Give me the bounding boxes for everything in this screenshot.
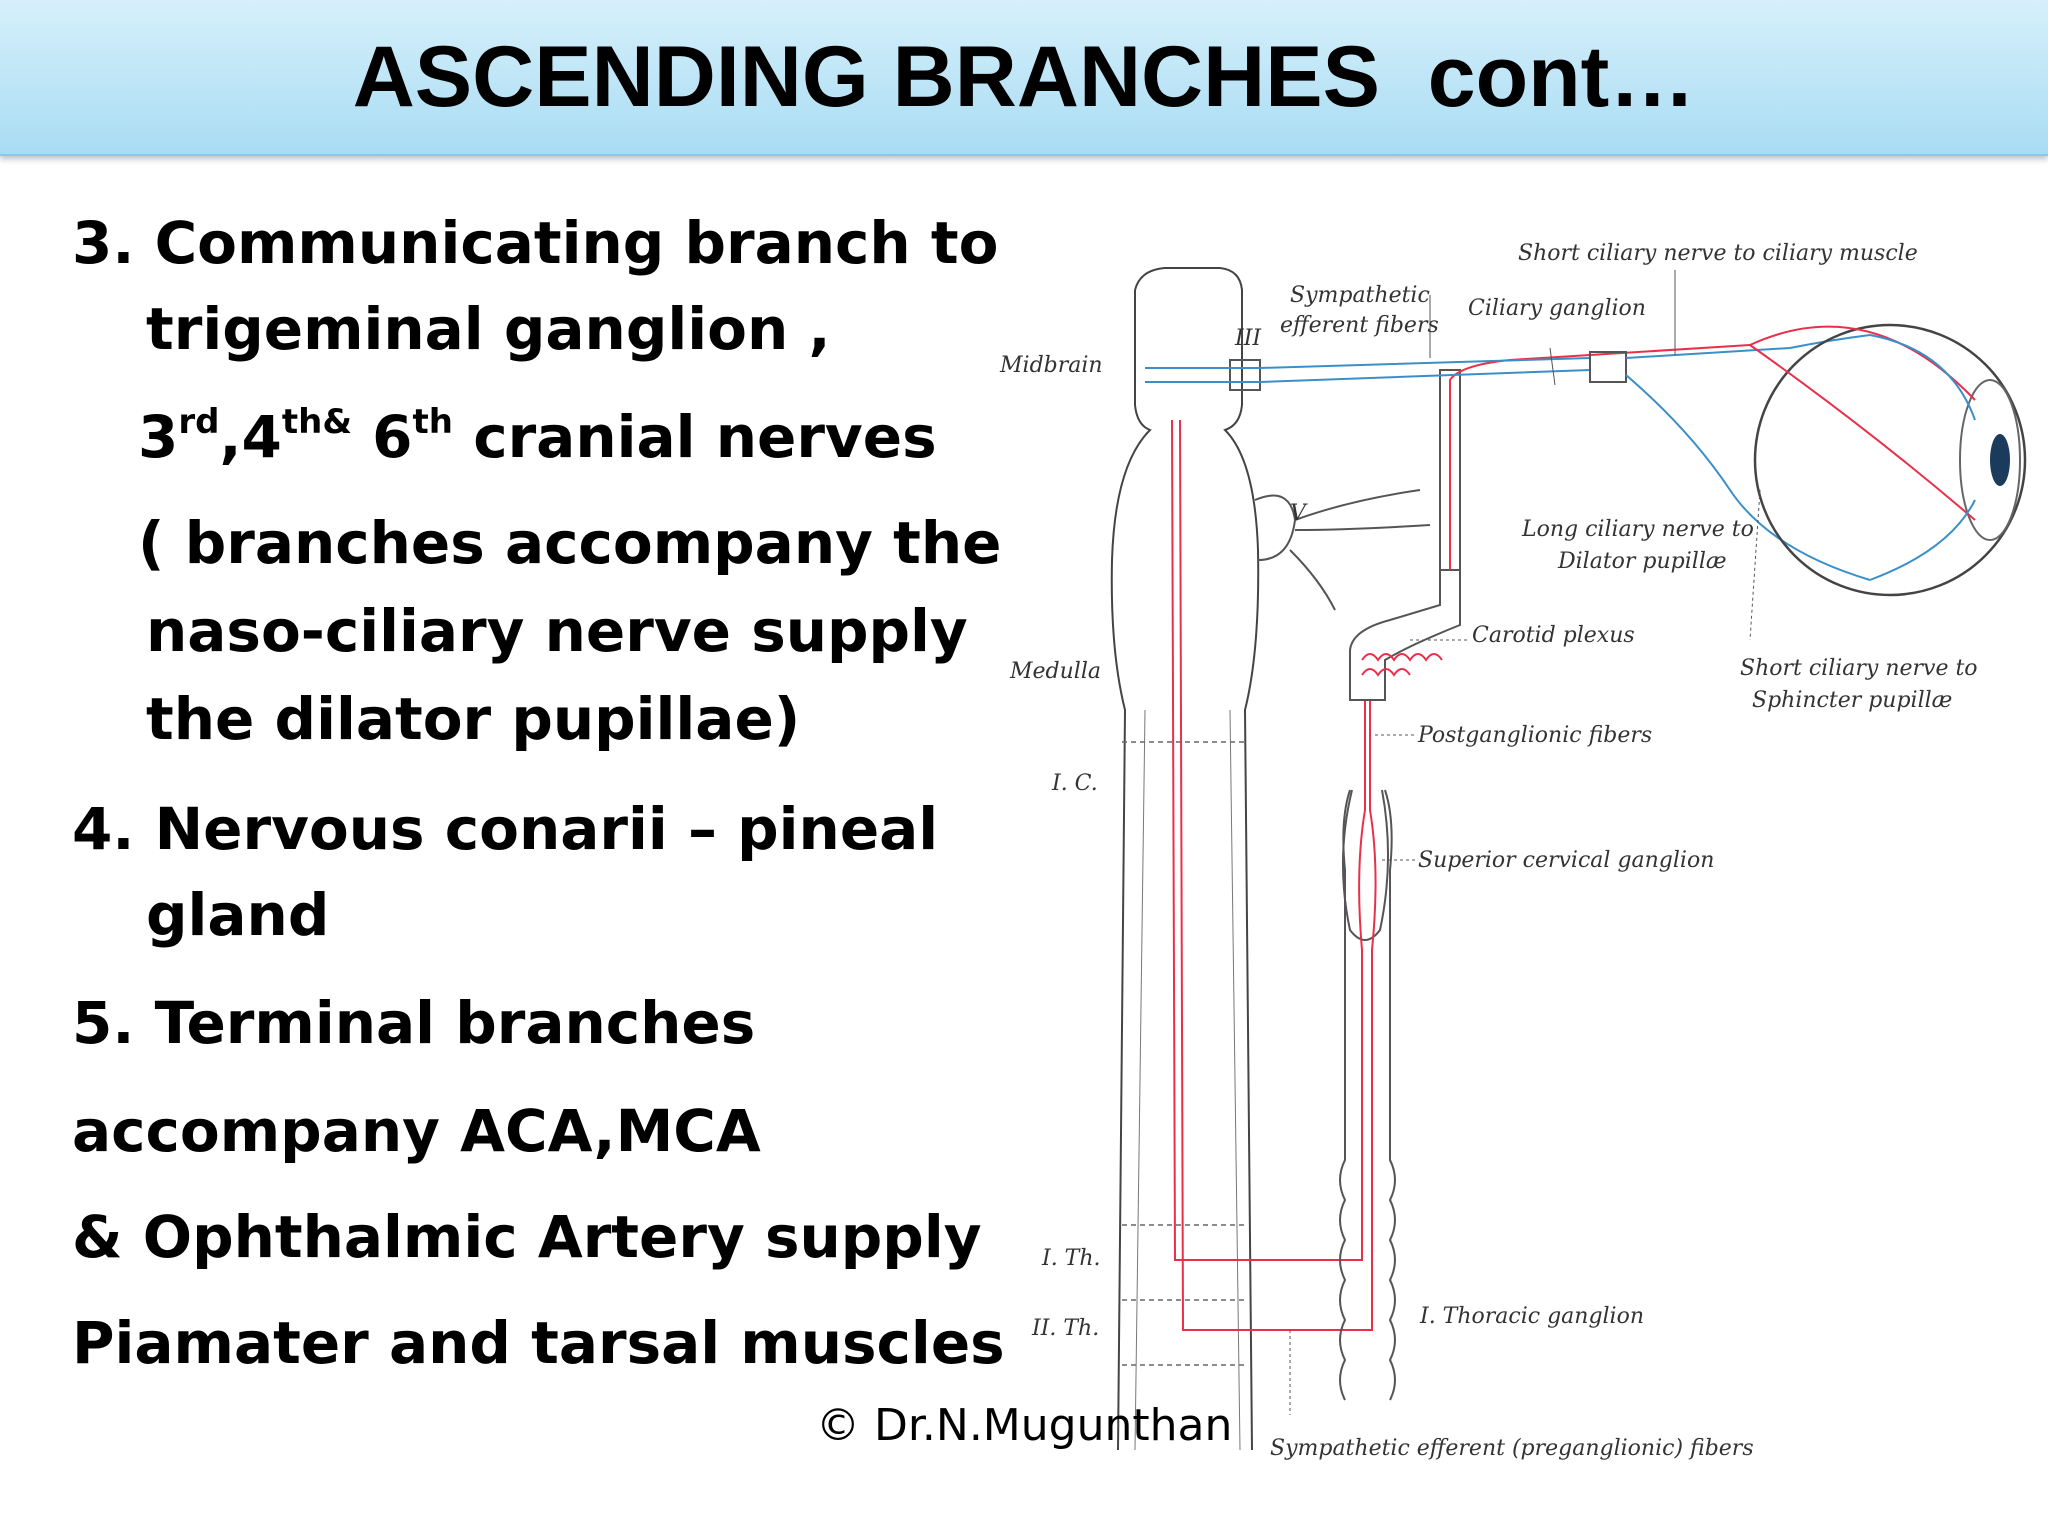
trigeminal-branches bbox=[1289, 489, 1431, 611]
label-postganglionic: Postganglionic fibers bbox=[1417, 723, 1652, 748]
diagram-svg: Midbrain Medulla I. C. I. Th. II. Th. II… bbox=[999, 241, 2027, 1461]
label-short-ciliary-sphincter-1: Short ciliary nerve to bbox=[1740, 656, 1978, 681]
sympathetic-trunk bbox=[1339, 789, 1396, 1401]
label-sympathetic-2: efferent fibers bbox=[1280, 313, 1439, 338]
label-medulla: Medulla bbox=[1009, 659, 1101, 684]
sympathetic-pathway-diagram: Midbrain Medulla I. C. I. Th. II. Th. II… bbox=[990, 230, 2040, 1470]
item3-line2: trigeminal ganglion , bbox=[146, 295, 831, 363]
carotid-plexus-coils bbox=[1361, 653, 1443, 677]
item3-line3-b-sup: th& bbox=[281, 402, 352, 442]
brainstem-outline bbox=[1110, 267, 1260, 1451]
preganglionic-fiber-2 bbox=[1179, 419, 1195, 1331]
item4-line2: gland bbox=[146, 881, 330, 949]
pupil bbox=[1990, 434, 2010, 486]
item3-line6: the dilator pupillae) bbox=[146, 685, 801, 753]
trigeminal-ganglion bbox=[1254, 494, 1297, 561]
slide-title: ASCENDING BRANCHES cont… bbox=[352, 28, 1696, 125]
item3-line3-c-sup: th bbox=[412, 402, 453, 442]
label-iith: II. Th. bbox=[1031, 1316, 1099, 1341]
label-iii: III bbox=[1234, 326, 1262, 351]
short-ciliary-nerve-blue bbox=[1625, 334, 1871, 581]
label-short-ciliary-sphincter-2: Sphincter pupillæ bbox=[1752, 688, 1952, 713]
spinal-cord-inner bbox=[1134, 709, 1241, 1451]
label-long-ciliary-1: Long ciliary nerve to bbox=[1521, 517, 1754, 542]
item4-line1: 4. Nervous conarii – pineal bbox=[72, 795, 939, 863]
sphincter-pointer bbox=[1749, 489, 1761, 641]
item3-line4: ( branches accompany the bbox=[138, 509, 1002, 577]
label-preganglionic: Sympathetic efferent (preganglionic) fib… bbox=[1270, 1436, 1754, 1461]
item3-line3-b: ,4 bbox=[219, 403, 282, 471]
item5-line1: 5. Terminal branches bbox=[72, 989, 756, 1057]
ciliary-ganglion-box bbox=[1589, 351, 1627, 383]
label-ciliary-ganglion: Ciliary ganglion bbox=[1468, 296, 1646, 321]
iris bbox=[1959, 379, 2021, 541]
label-ith: I. Th. bbox=[1041, 1246, 1101, 1271]
item3-line3: 3rd,4th& 6th cranial nerves bbox=[138, 394, 937, 480]
oculomotor-nerve bbox=[1145, 357, 1591, 383]
item5-line3: & Ophthalmic Artery supply bbox=[72, 1203, 982, 1271]
eyeball bbox=[1753, 323, 2027, 597]
label-carotid-plexus: Carotid plexus bbox=[1472, 623, 1635, 648]
item3-line3-d: cranial nerves bbox=[453, 403, 937, 471]
oculomotor-nucleus-box bbox=[1229, 359, 1261, 391]
carotid-artery bbox=[1349, 569, 1461, 701]
thoracic-fiber-2 bbox=[1195, 1050, 1373, 1331]
label-ic: I. C. bbox=[1051, 771, 1098, 796]
postganglionic-fiber bbox=[1358, 700, 1377, 1050]
superior-cervical-ganglion bbox=[1342, 789, 1389, 941]
label-long-ciliary-2: Dilator pupillæ bbox=[1557, 549, 1727, 574]
item3-line5: naso-ciliary nerve supply bbox=[146, 597, 968, 665]
preganglionic-fiber-1 bbox=[1171, 419, 1185, 1261]
eye-red-fibers bbox=[1749, 325, 1976, 521]
item5-line4: Piamater and tarsal muscles bbox=[72, 1309, 1005, 1377]
label-midbrain: Midbrain bbox=[999, 353, 1103, 378]
label-v: V bbox=[1290, 501, 1308, 526]
item3-line1: 3. Communicating branch to bbox=[72, 209, 999, 277]
eye-blue-fibers bbox=[1869, 334, 1976, 581]
copyright-text: © Dr.N.Mugunthan bbox=[816, 1400, 1233, 1451]
label-sympathetic-1: Sympathetic bbox=[1290, 283, 1430, 308]
long-ciliary-pointer bbox=[1549, 347, 1556, 386]
title-bar: ASCENDING BRANCHES cont… bbox=[0, 0, 2048, 156]
item3-line3-a: 3 bbox=[138, 403, 179, 471]
label-thoracic-ganglion: I. Thoracic ganglion bbox=[1419, 1304, 1644, 1329]
item3-line3-a-sup: rd bbox=[178, 402, 220, 442]
item3-line3-c: 6 bbox=[351, 403, 413, 471]
item5-line2: accompany ACA,MCA bbox=[72, 1097, 761, 1165]
label-short-ciliary-muscle: Short ciliary nerve to ciliary muscle bbox=[1518, 241, 1918, 266]
thoracic-fiber-1 bbox=[1185, 1050, 1363, 1261]
internal-carotid-upper bbox=[1439, 369, 1461, 570]
label-superior-cervical: Superior cervical ganglion bbox=[1418, 848, 1714, 873]
